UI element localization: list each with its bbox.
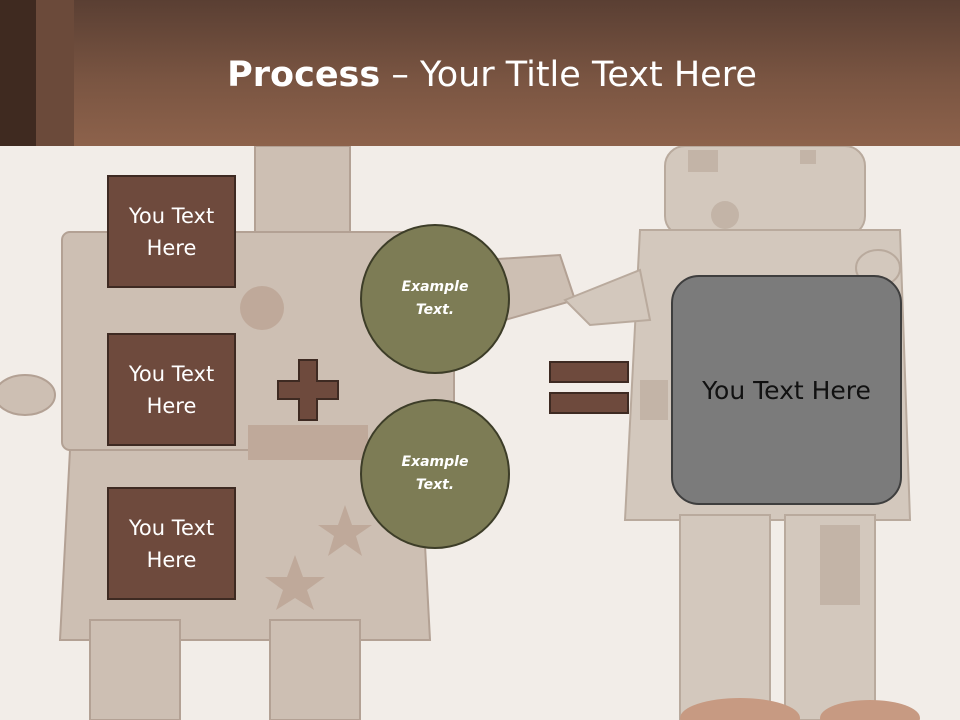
result-box[interactable]: You Text Here: [671, 275, 902, 505]
title-bold: Process: [227, 55, 381, 95]
input-box-2[interactable]: You Text Here: [107, 333, 236, 446]
example-circle-2[interactable]: Example Text.: [360, 399, 510, 549]
title-rest: – Your Title Text Here: [380, 55, 757, 95]
example-circle-1[interactable]: Example Text.: [360, 224, 510, 374]
header-accent-mid: [36, 0, 74, 146]
input-box-3[interactable]: You Text Here: [107, 487, 236, 600]
plus-icon: [277, 359, 339, 421]
input-box-1[interactable]: You Text Here: [107, 175, 236, 288]
equals-icon: [549, 361, 629, 414]
page-title[interactable]: Process – Your Title Text Here: [0, 54, 960, 96]
title-bar: Process – Your Title Text Here: [0, 0, 960, 146]
header-accent-dark: [0, 0, 36, 146]
